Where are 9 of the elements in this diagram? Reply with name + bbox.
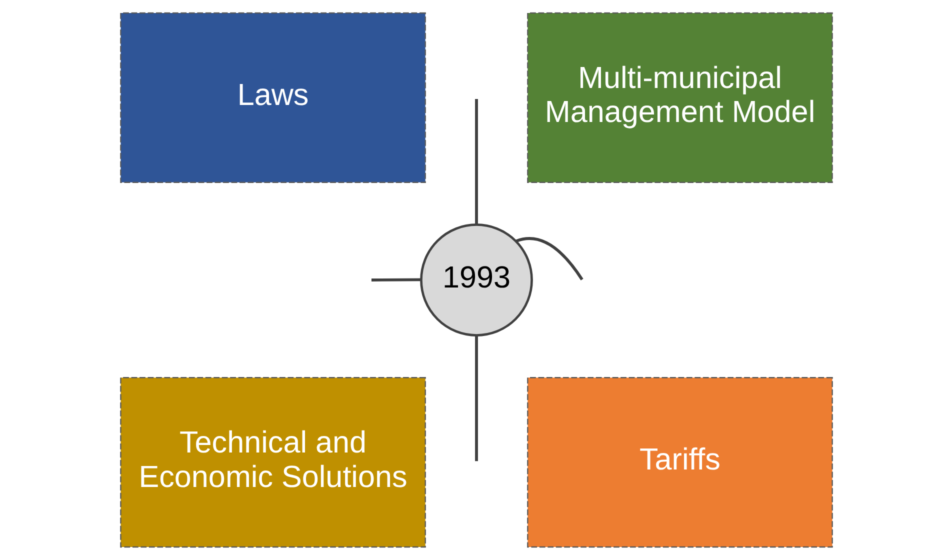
- connector: [515, 237, 583, 280]
- node-circle: 1993: [420, 224, 532, 336]
- node-box: Multi-municipal Management Model: [526, 12, 832, 183]
- connector: [370, 278, 421, 282]
- node-box: Laws: [120, 12, 426, 183]
- node-box: Tariffs: [526, 377, 832, 548]
- node-box: Technical and Economic Solutions: [120, 377, 426, 548]
- connector: [474, 336, 478, 462]
- connector: [474, 99, 478, 224]
